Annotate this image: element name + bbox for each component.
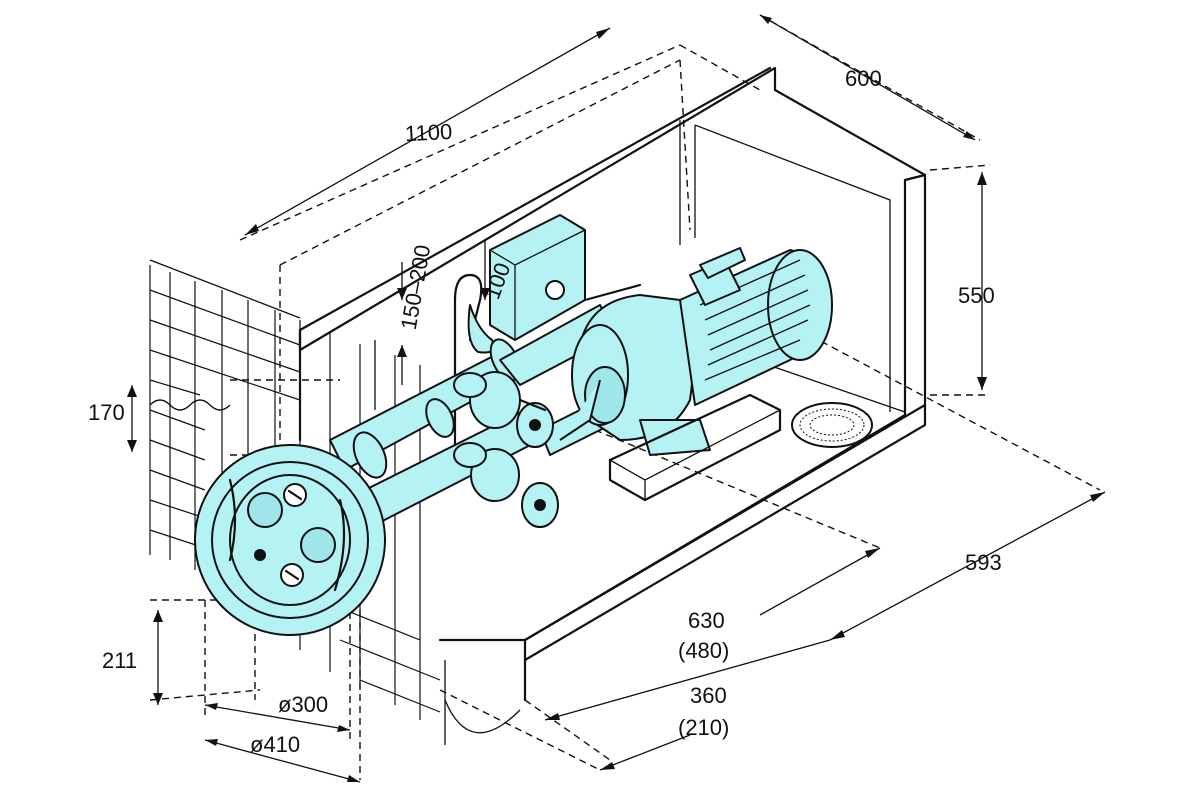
dim-depth: 600 xyxy=(845,66,882,91)
dim-outlet-height: 211 xyxy=(102,648,137,673)
dim-length: 1100 xyxy=(404,119,453,146)
drain-grate xyxy=(791,402,873,448)
dim-inner-diameter: ø300 xyxy=(278,692,328,717)
pump xyxy=(559,294,711,456)
base-plate xyxy=(608,393,782,502)
control-box xyxy=(489,214,642,341)
dim-distance-a: 630 xyxy=(688,608,725,633)
jet-nozzle-face xyxy=(194,444,386,636)
dim-outer-diameter: ø410 xyxy=(250,732,300,757)
motor xyxy=(679,247,833,406)
dim-height: 550 xyxy=(958,283,995,308)
dim-water-offset: 170 xyxy=(88,400,125,425)
dim-distance-a-alt: (480) xyxy=(678,638,729,663)
dim-span: 593 xyxy=(965,550,1002,575)
cabinet-enclosure xyxy=(298,66,927,745)
dim-distance-b: 360 xyxy=(690,683,727,708)
valves xyxy=(453,371,559,528)
dimension-lines xyxy=(127,14,1106,783)
dim-distance-b-alt: (210) xyxy=(678,715,729,740)
water-line xyxy=(149,399,231,411)
